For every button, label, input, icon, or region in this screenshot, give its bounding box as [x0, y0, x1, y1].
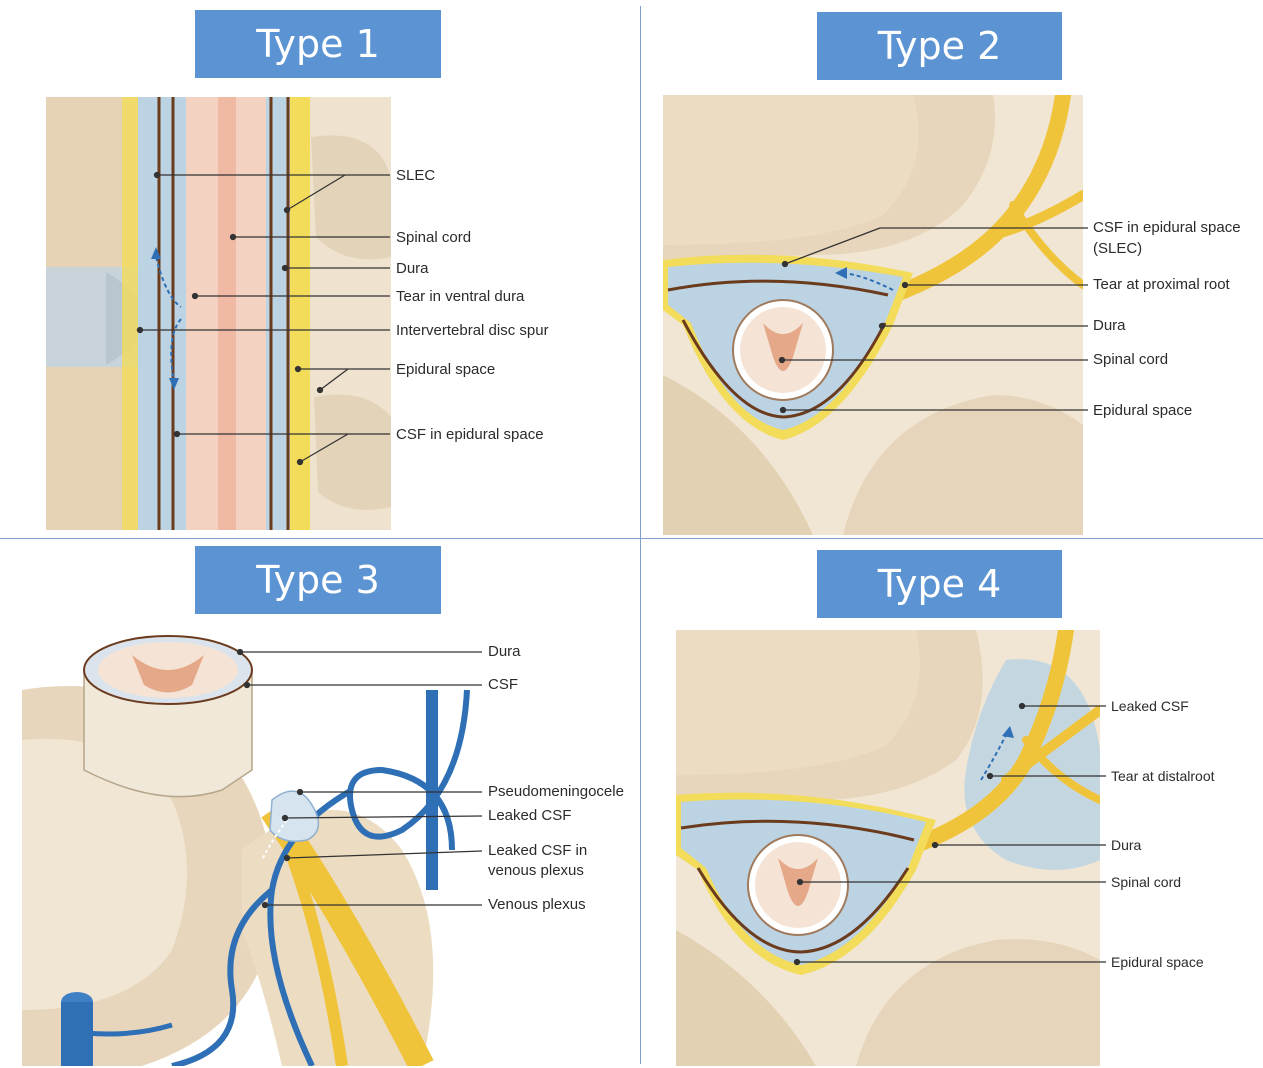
- type4-title: Type 4: [817, 550, 1062, 618]
- label-csf-epidural-space-slec: CSF in epidural space: [1093, 219, 1241, 236]
- label-slec-paren: (SLEC): [1093, 240, 1142, 257]
- label-tear-distal-root: Tear at distalroot: [1111, 768, 1215, 785]
- label-tear-ventral-dura: Tear in ventral dura: [396, 288, 524, 305]
- label-epidural-space: Epidural space: [1111, 954, 1204, 971]
- type3-illustration: [22, 630, 502, 1066]
- label-leaked-csf: Leaked CSF: [1111, 698, 1189, 715]
- label-leaked-csf-in: Leaked CSF in: [488, 842, 587, 859]
- type1-illustration: [46, 97, 391, 530]
- type2-title: Type 2: [817, 12, 1062, 80]
- label-epidural-space: Epidural space: [396, 361, 495, 378]
- label-epidural-space: Epidural space: [1093, 402, 1192, 419]
- label-csf: CSF: [488, 676, 518, 693]
- label-pseudomeningocele: Pseudomeningocele: [488, 783, 624, 800]
- horizontal-divider: [0, 538, 1263, 539]
- label-leaked-csf: Leaked CSF: [488, 807, 571, 824]
- label-dura: Dura: [1111, 837, 1141, 854]
- type4-illustration: [676, 630, 1100, 1066]
- label-spinal-cord: Spinal cord: [1093, 351, 1168, 368]
- label-dura: Dura: [488, 643, 521, 660]
- label-venous-plexus-line2: venous plexus: [488, 862, 584, 879]
- label-venous-plexus: Venous plexus: [488, 896, 586, 913]
- vertical-divider: [640, 6, 641, 1064]
- label-dura: Dura: [1093, 317, 1126, 334]
- type3-title: Type 3: [195, 546, 441, 614]
- type2-illustration: [663, 95, 1083, 535]
- label-tear-proximal-root: Tear at proximal root: [1093, 276, 1230, 293]
- type1-title: Type 1: [195, 10, 441, 78]
- label-spinal-cord: Spinal cord: [396, 229, 471, 246]
- label-dura: Dura: [396, 260, 429, 277]
- label-csf-epidural-space: CSF in epidural space: [396, 426, 544, 443]
- label-slec: SLEC: [396, 167, 435, 184]
- label-spinal-cord: Spinal cord: [1111, 874, 1181, 891]
- label-disc-spur: Intervertebral disc spur: [396, 322, 549, 339]
